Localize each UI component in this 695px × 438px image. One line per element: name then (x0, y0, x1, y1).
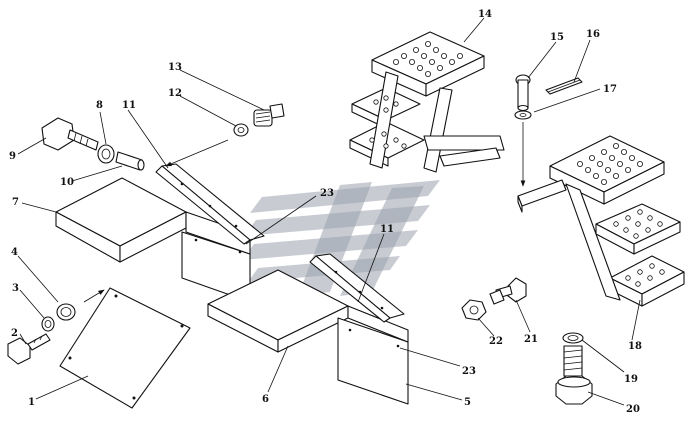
part-3-washer (41, 316, 55, 332)
callout-2: 2 (11, 328, 18, 339)
part-22-nut (461, 299, 487, 321)
part-20-bolt (555, 345, 593, 405)
part-7-step-left (55, 177, 251, 303)
callout-8: 8 (96, 100, 103, 111)
part-6-step-center (207, 269, 409, 405)
part-10-sleeve (115, 151, 145, 171)
part-16-cotter-pin (545, 77, 583, 95)
callout-3: 3 (12, 283, 19, 294)
part-2-bolt (7, 333, 51, 365)
part-17-washer (514, 110, 532, 120)
callout-labels: 1 2 3 4 5 6 7 8 9 10 11 11 12 13 14 15 1… (9, 9, 642, 415)
part-19-spring-washer (562, 332, 584, 344)
callout-6: 6 (262, 394, 269, 405)
callout-16: 16 (586, 29, 600, 40)
callout-14: 14 (478, 9, 492, 20)
part-21-bolt (489, 277, 527, 305)
callout-1: 1 (28, 397, 35, 408)
middle-step-holes (373, 95, 399, 113)
right-top-step-holes (577, 142, 644, 185)
right-bottom-step-holes (625, 263, 665, 287)
callout-12: 12 (168, 88, 182, 99)
callout-23-upper: 23 (320, 188, 334, 199)
callout-11-upper: 11 (122, 100, 136, 111)
callout-18: 18 (628, 341, 642, 352)
part-11-bracket-lower (309, 253, 405, 323)
part-4-spacer (56, 303, 76, 321)
part-9-bolt (41, 117, 99, 151)
callout-22: 22 (489, 336, 503, 347)
callout-17: 17 (603, 84, 617, 95)
callout-19: 19 (624, 374, 638, 385)
callout-23-lower: 23 (462, 366, 476, 377)
callout-9: 9 (9, 151, 16, 162)
callout-10: 10 (60, 177, 74, 188)
part-18-ladder-right (517, 135, 685, 307)
right-middle-step-holes (613, 209, 663, 239)
callout-11-lower: 11 (380, 224, 394, 235)
callout-20: 20 (626, 404, 640, 415)
top-step-holes (392, 41, 463, 78)
part-13-spring (253, 103, 285, 127)
part-12-washer (233, 123, 249, 137)
callout-13: 13 (168, 62, 182, 73)
part-8-washer (97, 144, 115, 164)
bottom-step-holes (369, 131, 407, 149)
callout-15: 15 (550, 32, 564, 43)
leader-lines (17, 17, 641, 406)
part-11-bracket-upper (155, 139, 265, 245)
part-14-ladder-top (349, 31, 505, 173)
callout-5: 5 (464, 397, 471, 408)
callout-21: 21 (524, 334, 538, 345)
part-15-pin (515, 74, 531, 112)
callout-4: 4 (11, 247, 18, 258)
part-1-plate (59, 287, 191, 409)
callout-7: 7 (12, 197, 19, 208)
